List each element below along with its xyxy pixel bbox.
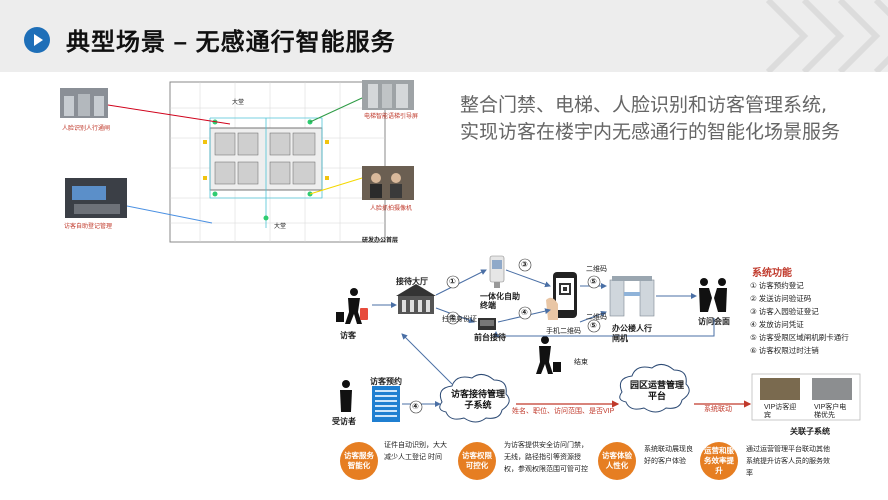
header-bar: 典型场景 – 无感通行智能服务: [0, 0, 888, 72]
lobby-bottom-label: 大堂: [274, 222, 286, 230]
visitor-system-cloud: [439, 374, 510, 423]
benefit-badge-experience: 访客体验人性化: [598, 442, 636, 480]
callout-camera: 人脸抓拍摄像机: [370, 204, 412, 212]
vip-elevator-photo: [812, 378, 852, 400]
function-item: ⑤ 访客受限区域闸机刷卡通行: [750, 333, 849, 342]
phone-qr-label: 手机二维码: [546, 328, 581, 335]
info-line-label: 姓名、职位、访问范围、是否VIP: [512, 408, 615, 415]
diamond-pattern-decoration: [765, 0, 888, 72]
visitor-figure-icon: [336, 288, 368, 324]
reception-hall-label: 接待大厅: [396, 277, 428, 286]
benefit-badge-efficiency: 运营和服务效率提升: [700, 442, 738, 480]
visitor-booking-label: 访客预约: [370, 377, 402, 386]
callout-elevator: 电梯智能语梯引导屏: [364, 112, 418, 120]
scenario-description: 整合门禁、电梯、人脸识别和访客管理系统, 实现访客在楼宇内无感通行的智能化场景服…: [460, 94, 841, 143]
page-title: 典型场景 – 无感通行智能服务: [66, 29, 396, 56]
vip-greeting-label: VIP访客迎宾: [764, 404, 797, 419]
area-name-label: 研发办公首层: [362, 236, 398, 244]
reception-hall-icon: [396, 284, 436, 314]
function-item: ⑥ 访客权限过时注销: [750, 346, 819, 355]
step-4b-label: ④: [521, 308, 528, 317]
function-item: ② 发送访问验证码: [750, 294, 812, 303]
benefit-text-smart: 证件自动识别，大大减少人工登记 时间: [384, 442, 447, 461]
step-5a-label: ⑤: [590, 277, 597, 286]
visited-label: 受访者: [332, 417, 356, 426]
function-item: ③ 访客入园验证登记: [750, 307, 819, 316]
step-3-label: ①: [449, 277, 456, 286]
benefit-text-efficiency: 通过运营管理平台联动其他系统提升访客人员的服务效率: [746, 446, 830, 477]
turnstile-gate-icon: [609, 276, 655, 317]
floor-plan-diagram: 大堂 大堂 研发办公首层 人脸识别人行通闸 访客自助登记管理 电梯智能语梯引导屏…: [60, 80, 418, 244]
callout-self-reg: 访客自助登记管理: [64, 222, 112, 230]
function-item: ① 访客预约登记: [750, 281, 804, 290]
step-5b-label: ⑤: [590, 321, 597, 330]
vip-greeting-photo: [760, 378, 800, 400]
self-terminal-label: 一体化自助终端: [480, 292, 520, 310]
step-4a-label: ③: [521, 260, 528, 269]
benefit-text-experience: 系统联动展现良好的客户体验: [644, 446, 693, 465]
qr-label-1: 二维码: [586, 266, 607, 273]
vip-elevator-label: VIP客户电梯优先: [814, 404, 847, 419]
park-platform-label: 园区运营管理平台: [630, 380, 685, 401]
gate-label: 办公楼人行闸机: [612, 324, 652, 343]
visitor-label: 访客: [340, 331, 356, 340]
self-terminal-icon: [489, 255, 505, 288]
benefit-badge-smart: 访客服务智能化: [340, 442, 378, 480]
functions-title: 系统功能: [752, 268, 792, 279]
meeting-handshake-icon: [699, 278, 727, 312]
front-desk-label: 前台接待: [474, 333, 506, 342]
scan-id-label: 扫描身份证: [442, 316, 477, 323]
visitor-system-label: 访客接待管理子系统: [450, 389, 505, 410]
step-1-label: ④: [412, 402, 419, 411]
related-system-label: 关联子系统: [790, 427, 830, 436]
linkage-label: 系统联动: [704, 406, 732, 413]
qr-label-2: 二维码: [586, 314, 607, 321]
step-2-label: ②: [449, 313, 456, 322]
benefit-badge-control: 访客权限可控化: [458, 442, 496, 480]
callout-face-gate: 人脸识别人行通闸: [62, 124, 110, 132]
park-platform-cloud: [619, 364, 690, 413]
benefit-text-control: 为访客提供安全访问门禁，无线，路径指引等资源授权，参观权限范围可管可控: [504, 442, 588, 473]
meeting-label: 访问会面: [698, 317, 730, 326]
play-icon[interactable]: [24, 27, 50, 53]
phone-qr-icon: [546, 272, 577, 320]
leaving-visitor-icon: [536, 336, 561, 374]
front-desk-icon: [478, 318, 496, 330]
lobby-top-label: 大堂: [232, 98, 244, 106]
end-label: 结束: [574, 359, 588, 366]
function-item: ④ 发放访问凭证: [750, 320, 804, 329]
visited-person-icon: [340, 380, 352, 412]
functions-list: ① 访客预约登记 ② 发送访问验证码 ③ 访客入园验证登记 ④ 发放访问凭证 ⑤…: [750, 279, 849, 357]
